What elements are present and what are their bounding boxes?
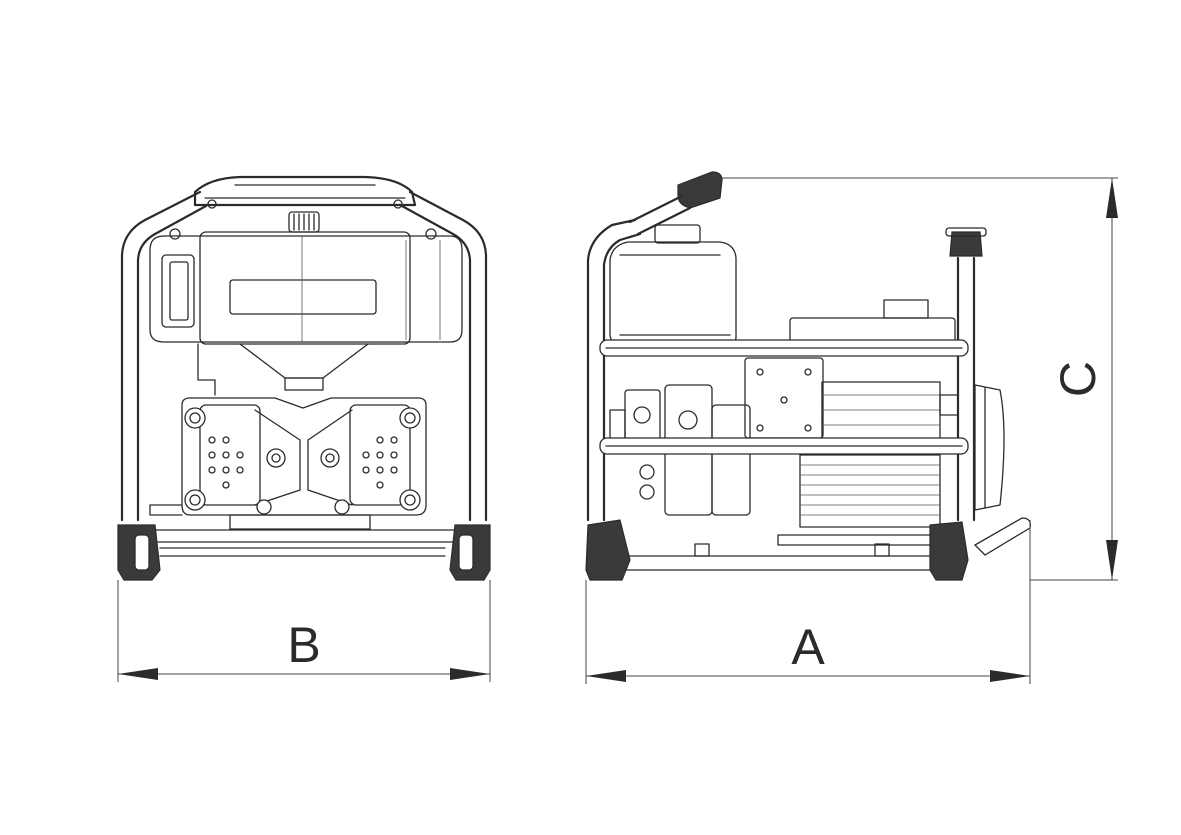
dimension-a-label: A <box>791 619 825 675</box>
front-view <box>117 175 491 581</box>
front-bolt-pattern-left <box>208 436 244 489</box>
front-base <box>117 514 491 581</box>
dimension-b-label: B <box>287 617 320 673</box>
side-view <box>585 171 1031 581</box>
dimension-c-label: C <box>1050 361 1106 397</box>
front-bolt-pattern-right <box>362 436 398 489</box>
dimension-a: A <box>585 520 1031 684</box>
side-engine <box>609 299 1005 528</box>
front-roll-cage <box>120 190 488 522</box>
front-handle <box>193 175 417 207</box>
side-roll-cage <box>586 218 987 522</box>
side-handle-grip <box>628 171 723 236</box>
side-frame-rails <box>599 339 969 455</box>
dimension-b: B <box>117 580 491 682</box>
side-foot-right <box>929 521 969 581</box>
front-fuel-tank <box>149 211 463 345</box>
front-tank-neck <box>197 343 369 396</box>
side-fuel-tank <box>609 224 737 345</box>
side-foot-left <box>585 519 631 581</box>
front-pump-body <box>149 397 427 516</box>
side-base <box>585 517 1031 581</box>
dimension-c: C <box>722 177 1118 581</box>
